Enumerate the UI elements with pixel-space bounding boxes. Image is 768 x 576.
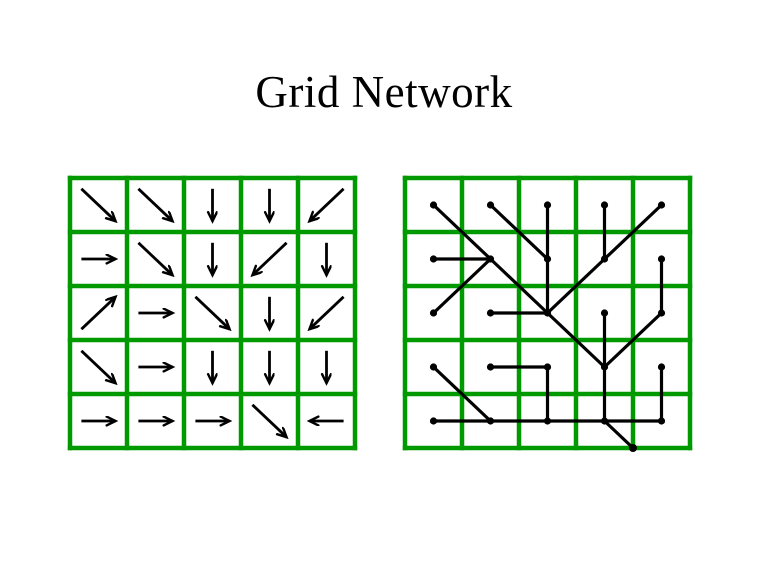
network-node [486,417,495,425]
network-node [600,201,609,209]
network-node [657,417,666,425]
network-edge [546,257,606,315]
network-edge [603,419,635,450]
network-grid [402,175,693,452]
network-node [486,201,495,209]
network-edge [432,257,492,315]
flow-arrow-se [137,187,172,221]
network-node [543,363,552,371]
network-edge [546,311,606,369]
flow-arrow-se [80,349,115,383]
network-node [600,417,609,425]
flow-arrow-sw [252,241,288,275]
flow-arrow-se [80,187,115,221]
network-node [486,363,495,371]
slide-title: Grid Network [255,67,513,117]
network-edge [432,203,492,261]
flow-arrow-se [194,295,229,329]
network-edge [603,311,663,369]
flow-arrow-se [251,403,286,437]
flow-arrow-sw [309,187,345,221]
flow-arrow-se [137,241,172,275]
network-node [657,201,666,209]
network-node [543,201,552,209]
network-node [543,255,552,263]
network-sink-node [629,444,637,452]
network-node [429,417,438,425]
network-node [429,255,438,263]
network-edge [603,203,663,261]
network-node [600,363,609,371]
network-edge [432,365,492,423]
network-edge [489,203,549,261]
network-node [657,363,666,371]
network-node [543,309,552,317]
network-edge [489,257,549,315]
network-node [657,309,666,317]
network-node [429,309,438,317]
network-node [429,363,438,371]
direction-grid [67,175,358,451]
network-node [429,201,438,209]
flow-arrow-sw [309,295,345,329]
network-node [600,309,609,317]
network-node [657,255,666,263]
network-node [543,417,552,425]
network-node [486,309,495,317]
flow-arrow-ne [80,297,115,331]
network-node [600,255,609,263]
network-node [486,255,495,263]
